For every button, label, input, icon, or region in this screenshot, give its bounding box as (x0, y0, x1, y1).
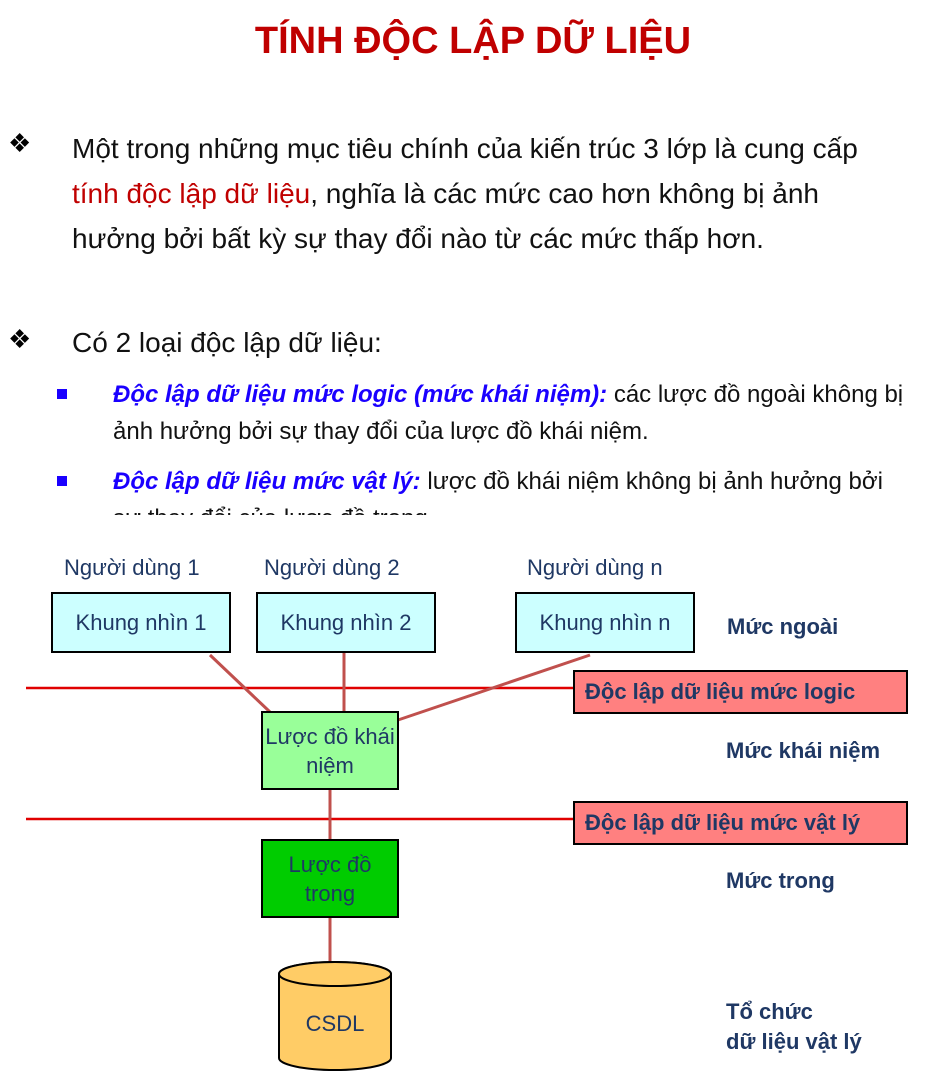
level-physical-line-1: Tổ chức (726, 999, 813, 1024)
level-physical-line-2: dữ liệu vật lý (726, 1029, 862, 1054)
sub-item-physical: Độc lập dữ liệu mức vật lý: lược đồ khái… (113, 463, 913, 515)
physical-independence-label: Độc lập dữ liệu mức vật lý (585, 810, 861, 835)
logic-independence-box: Độc lập dữ liệu mức logic (573, 670, 908, 714)
square-bullet-icon (57, 389, 67, 399)
sub-item-physical-text: lược đồ khái niệm không bị ảnh hưởng bởi… (113, 468, 883, 515)
physical-independence-box: Độc lập dữ liệu mức vật lý (573, 801, 908, 845)
view-box-n-label: Khung nhìn n (539, 609, 671, 635)
connector-viewn-conceptual (397, 653, 591, 722)
conceptual-schema-box: Lược đồ khái niệm (261, 711, 399, 790)
page-title: TÍNH ĐỘC LẬP DỮ LIỆU (254, 20, 692, 62)
logic-independence-label: Độc lập dữ liệu mức logic (585, 679, 856, 704)
bullet-1-text-after: , nghĩa là các mức cao hơn không bị ảnh … (72, 178, 819, 254)
view-box-1-label: Khung nhìn 1 (75, 609, 207, 635)
diamond-bullet-icon: ❖ (8, 128, 32, 158)
view-box-1: Khung nhìn 1 (51, 592, 231, 653)
square-bullet-icon (57, 476, 67, 486)
internal-schema-box: Lược đồ trong (261, 839, 399, 918)
level-internal: Mức trong (726, 868, 835, 893)
bullet-1-text-before: Một trong những mục tiêu chính của kiến … (72, 133, 858, 164)
conceptual-schema-label: Lược đồ khái niệm (265, 723, 395, 778)
sub-item-physical-term: Độc lập dữ liệu mức vật lý: (113, 468, 421, 495)
sub-item-logic-term: Độc lập dữ liệu mức logic (mức khái niệm… (113, 381, 608, 408)
database-label: CSDL (305, 1011, 365, 1036)
user-label-2: Người dùng 2 (264, 555, 400, 580)
level-external: Mức ngoài (727, 614, 839, 639)
view-box-2-label: Khung nhìn 2 (280, 609, 412, 635)
diamond-bullet-icon: ❖ (8, 324, 32, 354)
connector-view1-conceptual (208, 653, 272, 714)
sub-item-logic-text: các lược đồ ngoài không bị ảnh hưởng bởi… (113, 381, 904, 445)
sub-item-logic: Độc lập dữ liệu mức logic (mức khái niệm… (113, 376, 913, 450)
user-label-n: Người dùng n (527, 555, 663, 580)
database-cylinder (278, 961, 392, 1071)
view-box-n: Khung nhìn n (515, 592, 695, 653)
level-physical: Tổ chức dữ liệu vật lý (726, 997, 862, 1057)
view-box-2: Khung nhìn 2 (256, 592, 436, 653)
bullet-paragraph-2: Có 2 loại độc lập dữ liệu: (72, 327, 382, 358)
bullet-1-highlight: tính độc lập dữ liệu (72, 178, 311, 209)
internal-schema-label: Lược đồ trong (288, 851, 372, 906)
level-conceptual: Mức khái niệm (726, 738, 881, 763)
user-label-1: Người dùng 1 (64, 555, 200, 580)
bullet-paragraph-1: Một trong những mục tiêu chính của kiến … (72, 126, 902, 261)
